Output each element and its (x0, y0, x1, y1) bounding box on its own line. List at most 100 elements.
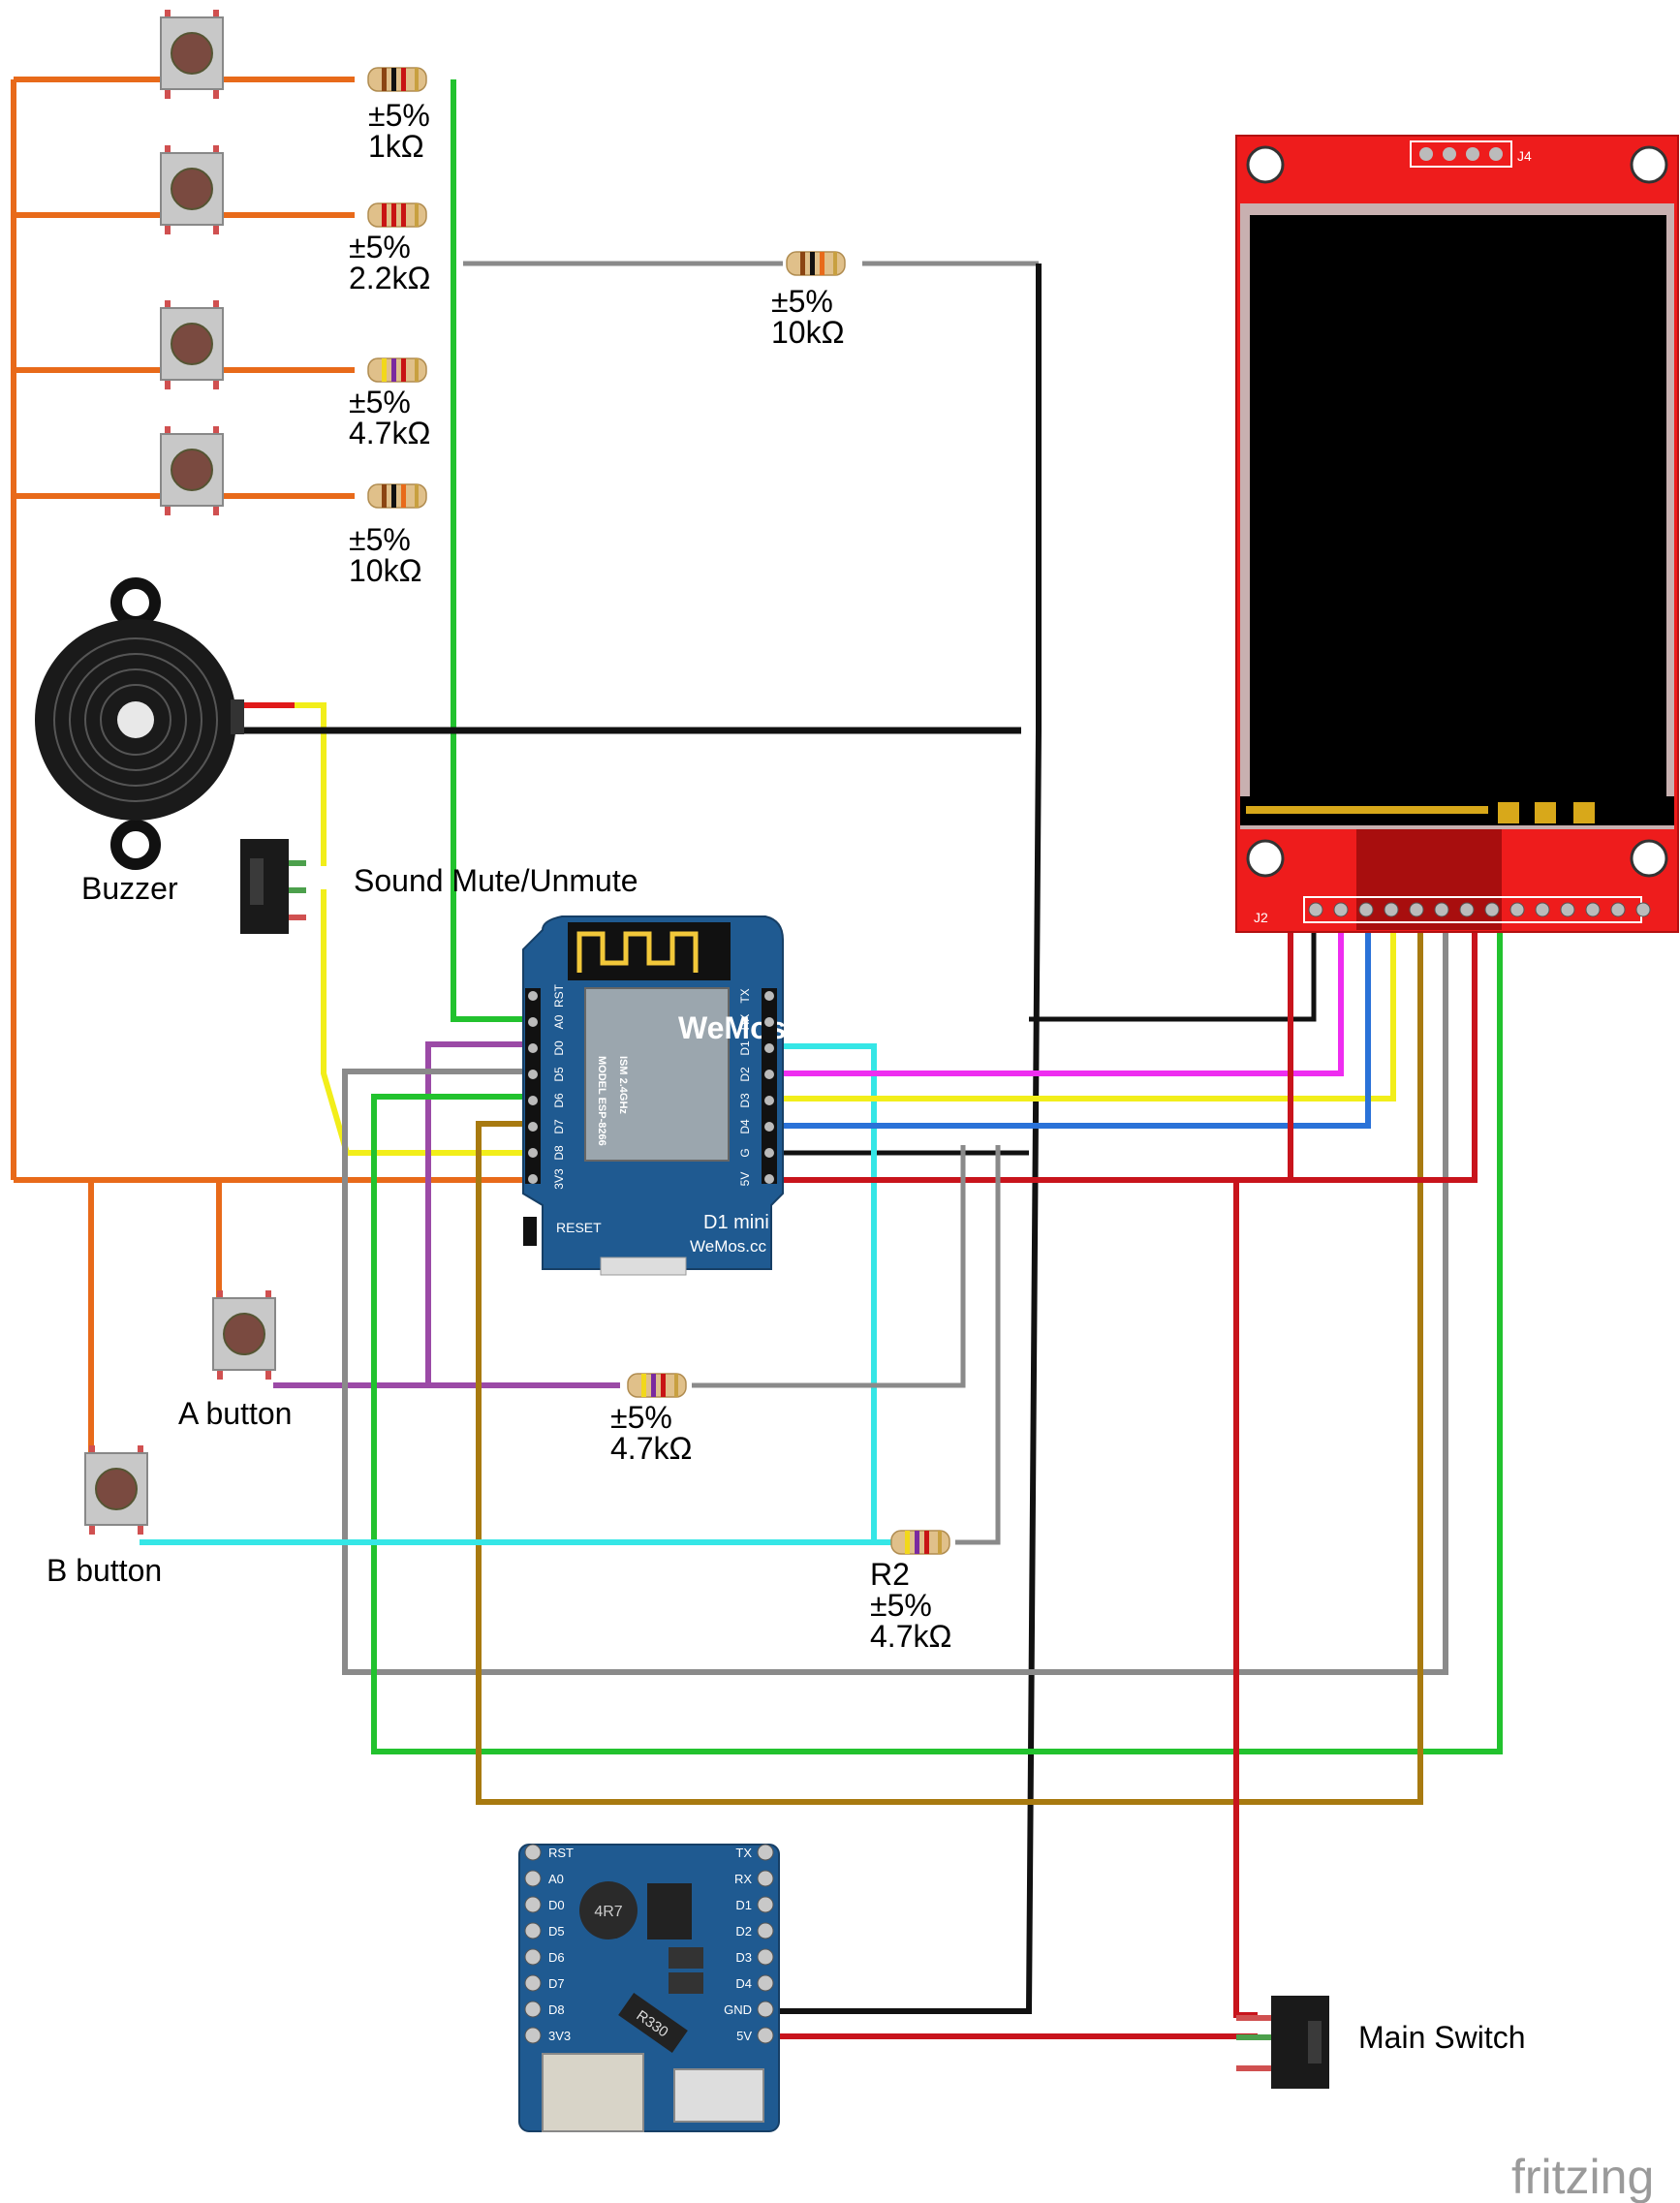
d1-left-pin-label: D7 (552, 1119, 566, 1134)
sound-switch (240, 839, 306, 934)
d1-right-pin (764, 1096, 774, 1105)
j2-pin (1484, 902, 1500, 917)
resistor-value: 4.7kΩ (349, 416, 430, 450)
d1-left-pin-label: D0 (552, 1040, 566, 1056)
wemos-d1-mini: MODEL ESP-8266 ISM 2.4GHz WeMos D1 mini … (522, 915, 786, 1276)
j2-pin (1535, 902, 1550, 917)
resistor-1k (367, 67, 427, 92)
d1-right-pin (764, 1148, 774, 1158)
resistor-value: 4.7kΩ (870, 1619, 951, 1654)
push-button-4 (160, 425, 224, 516)
yellow-d3-wire (765, 903, 1396, 1102)
j2-pin (1358, 902, 1374, 917)
d1-right-pin-label: 5V (738, 1172, 752, 1187)
shield-left-pin (524, 1948, 542, 1966)
resistor-tolerance: ±5% (610, 1400, 672, 1435)
d1-left-pin-label: D8 (552, 1145, 566, 1161)
resistor-a-4k7 (627, 1373, 687, 1398)
chip-model: MODEL ESP-8266 (596, 1056, 607, 1146)
d1-right-pin-label: RX (738, 1014, 752, 1031)
shield-left-pin (524, 2027, 542, 2044)
cyan-d1-wire (765, 1043, 877, 1542)
shield-left-pin-label: D6 (548, 1950, 565, 1965)
shield-right-pin (757, 2001, 774, 2018)
a-button-label: A button (178, 1396, 292, 1431)
d1-left-pin (528, 1174, 538, 1184)
chip-ism: ISM 2.4GHz (617, 1056, 629, 1114)
shield-left-pin (524, 1844, 542, 1861)
inductor-label: 4R7 (594, 1904, 622, 1920)
shield-right-pin-label: RX (734, 1872, 752, 1886)
d1-right-pin-label: D4 (738, 1119, 752, 1134)
shield-left-pin-label: D7 (548, 1976, 565, 1991)
resistor-tolerance: ±5% (349, 385, 411, 419)
d1-right-pin (764, 991, 774, 1001)
fritzing-watermark: fritzing (1511, 2150, 1654, 2203)
resistor-4k7 (367, 357, 427, 383)
brown-d7-wire (476, 903, 1423, 1805)
d1-left-pin-label: D6 (552, 1093, 566, 1108)
shield-right-pin-label: 5V (736, 2029, 752, 2043)
d1-right-pin-label: TX (738, 988, 752, 1003)
j2-pin (1409, 902, 1424, 917)
shield-right-pin (757, 1870, 774, 1887)
shield-right-pin-label: D2 (735, 1924, 752, 1939)
j2-label: J2 (1254, 910, 1268, 925)
resistor-2k2 (367, 202, 427, 228)
d1-right-pin (764, 1174, 774, 1184)
d1-left-pin (528, 1122, 538, 1132)
shield-right-pin (757, 1922, 774, 1939)
shield-left-pin (524, 1870, 542, 1887)
main-switch-label: Main Switch (1358, 2020, 1526, 2055)
d1-right-pin-label: G (738, 1148, 752, 1157)
resistor-name: R2 (870, 1557, 910, 1592)
d1-right-pin-label: D2 (738, 1067, 752, 1082)
resistors (367, 67, 950, 1555)
d1mini-right-header (762, 988, 777, 1184)
sound-switch-label: Sound Mute/Unmute (354, 863, 638, 898)
d1-left-pin (528, 1148, 538, 1158)
shield-right-pin (757, 1844, 774, 1861)
resistor-r2 (890, 1530, 950, 1555)
shield-right-pin-label: GND (724, 2002, 752, 2017)
resistor-value: 10kΩ (349, 553, 422, 588)
orange-wires (11, 77, 539, 1473)
d1-left-pin-label: A0 (552, 1014, 566, 1029)
d1-right-pin-label: D3 (738, 1093, 752, 1108)
a-button (212, 1289, 276, 1381)
d1-left-pin (528, 991, 538, 1001)
green-a0-wire (451, 79, 537, 1022)
b-button-label: B button (47, 1553, 162, 1588)
d1-left-pin (528, 1096, 538, 1105)
shield-right-pin-label: TX (735, 1846, 752, 1860)
j2-pin (1459, 902, 1475, 917)
resistor-tolerance: ±5% (349, 522, 411, 557)
j2-pin (1308, 902, 1323, 917)
tft-display: J4 J2 (1235, 135, 1679, 933)
shield-left-pin-label: D5 (548, 1924, 565, 1939)
resistor-tolerance: ±5% (368, 98, 430, 133)
j2-pin (1610, 902, 1626, 917)
j2-pin (1509, 902, 1525, 917)
resistor-labels: ±5% 1kΩ ±5% 2.2kΩ ±5% 4.7kΩ ±5% 10kΩ ±5%… (349, 98, 951, 1654)
shield-left-pin (524, 2001, 542, 2018)
d1-left-pin (528, 1017, 538, 1027)
shield-right-pin (757, 1948, 774, 1966)
wires (11, 77, 1503, 2039)
resistor-value: 4.7kΩ (610, 1431, 692, 1466)
resistor-value: 10kΩ (771, 315, 845, 350)
d1-left-pin (528, 1043, 538, 1053)
j2-pin (1635, 902, 1651, 917)
j2-pin (1560, 902, 1575, 917)
resistor-tolerance: ±5% (870, 1588, 932, 1623)
green-d6-wire (371, 903, 1503, 1754)
j2-pin (1384, 902, 1399, 917)
shield-left-pin (524, 1922, 542, 1939)
red-5v-wire (765, 903, 1478, 1183)
shield-left-pin (524, 1974, 542, 1992)
d1-right-pin-label: D1 (738, 1040, 752, 1056)
j2-pin (1434, 902, 1449, 917)
push-button-3 (160, 299, 224, 390)
